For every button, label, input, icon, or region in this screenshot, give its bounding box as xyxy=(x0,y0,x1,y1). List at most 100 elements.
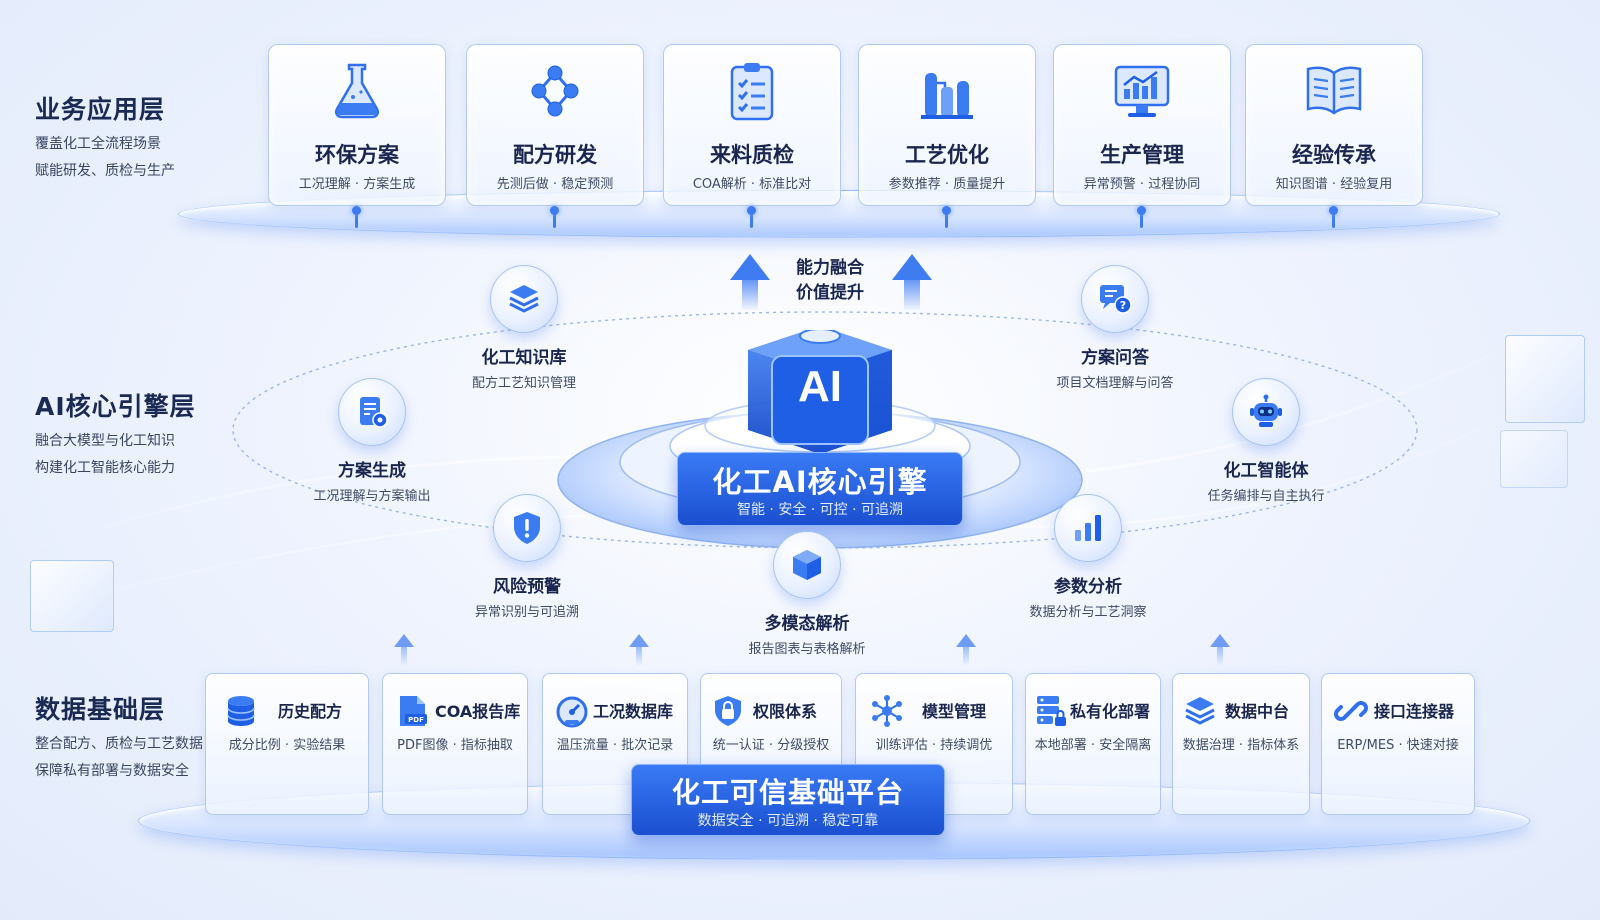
card-title: 生产管理 xyxy=(1100,143,1184,167)
data-card-title: 私有化部署 xyxy=(1070,702,1151,721)
stack-icon xyxy=(1185,697,1215,725)
card-subtitle: 先测后做 · 稳定预测 xyxy=(496,177,614,192)
data-card-subtitle: 数据治理 · 指标体系 xyxy=(1182,738,1300,753)
node-bubble xyxy=(773,531,841,599)
core-engine-title: 化工AI核心引擎 xyxy=(712,465,928,499)
data-card-subtitle: 成分比例 · 实验结果 xyxy=(228,738,346,753)
node-bubble xyxy=(338,378,406,446)
node-bubble xyxy=(493,494,561,562)
layer-title-data: 数据基础层 xyxy=(35,695,166,724)
connector-pin xyxy=(942,206,951,228)
factory-icon xyxy=(921,73,973,119)
cube-icon xyxy=(793,550,821,580)
connector-pin xyxy=(1329,206,1338,228)
svg-text:PDF: PDF xyxy=(408,716,424,724)
node-bubble: ? xyxy=(1081,265,1149,333)
flow-arrow-shaft xyxy=(963,647,969,665)
business-card-inspection[interactable]: 来料质检 COA解析 · 标准比对 xyxy=(663,44,841,206)
glass-cube-decoration-right-small xyxy=(1500,430,1568,488)
card-subtitle: 工况理解 · 方案生成 xyxy=(298,177,416,192)
node-chem-agent[interactable]: 化工智能体 任务编排与自主执行 xyxy=(1166,378,1366,504)
data-card-title: 历史配方 xyxy=(278,702,343,721)
card-title: 工艺优化 xyxy=(905,143,989,167)
layer-desc-line: 赋能研发、质检与生产 xyxy=(35,163,175,179)
node-parameter-analysis[interactable]: 参数分析 数据分析与工艺洞察 xyxy=(988,494,1188,620)
database-icon xyxy=(227,696,255,726)
node-solution-qa[interactable]: ? 方案问答 项目文档理解与问答 xyxy=(1015,265,1215,391)
flow-arrow-shaft xyxy=(401,647,407,665)
card-subtitle: 异常预警 · 过程协同 xyxy=(1083,177,1201,192)
node-title: 化工知识库 xyxy=(481,348,567,368)
node-subtitle: 数据分析与工艺洞察 xyxy=(1029,605,1147,620)
card-subtitle: COA解析 · 标准比对 xyxy=(692,177,812,192)
chat-question-icon: ? xyxy=(1100,285,1132,314)
glass-cube-decoration-right xyxy=(1505,335,1585,423)
glass-cube-decoration-left xyxy=(30,560,114,632)
node-subtitle: 项目文档理解与问答 xyxy=(1056,376,1174,391)
flask-icon xyxy=(334,63,380,119)
node-bubble xyxy=(1054,494,1122,562)
core-engine-subtitle: 智能 · 安全 · 可控 · 可追溯 xyxy=(736,502,904,518)
data-card-subtitle: ERP/MES · 快速对接 xyxy=(1337,738,1459,753)
layer-desc-data: 整合配方、质检与工艺数据 保障私有部署与数据安全 xyxy=(35,731,235,785)
business-card-production[interactable]: 生产管理 异常预警 · 过程协同 xyxy=(1053,44,1231,206)
node-subtitle: 工况理解与方案输出 xyxy=(313,489,431,504)
data-card-data-platform[interactable]: 数据中台 数据治理 · 指标体系 xyxy=(1172,673,1310,815)
data-card-connector[interactable]: 接口连接器 ERP/MES · 快速对接 xyxy=(1321,673,1475,815)
connector-pin xyxy=(352,206,361,228)
flow-arrow-up xyxy=(629,634,649,647)
connector-pin xyxy=(550,206,559,228)
node-subtitle: 配方工艺知识管理 xyxy=(471,376,576,391)
data-card-subtitle: 训练评估 · 持续调优 xyxy=(875,738,993,753)
node-risk-warning[interactable]: 风险预警 异常识别与可追溯 xyxy=(427,494,627,620)
layer-title-ai: AI核心引擎层 xyxy=(35,392,196,421)
node-title: 方案生成 xyxy=(338,461,406,481)
node-title: 多模态解析 xyxy=(764,614,850,634)
link-icon xyxy=(1334,701,1368,721)
card-subtitle: 知识图谱 · 经验复用 xyxy=(1275,177,1393,192)
data-card-private-deploy[interactable]: 私有化部署 本地部署 · 安全隔离 xyxy=(1025,673,1161,815)
gauge-icon xyxy=(556,696,588,728)
layer-desc-line: 保障私有部署与数据安全 xyxy=(35,763,189,779)
node-knowledge-base[interactable]: 化工知识库 配方工艺知识管理 xyxy=(424,265,624,391)
node-bubble xyxy=(1232,378,1300,446)
layer-desc-line: 构建化工智能核心能力 xyxy=(35,460,175,476)
business-card-process[interactable]: 工艺优化 参数推荐 · 质量提升 xyxy=(858,44,1036,206)
node-bubble xyxy=(490,265,558,333)
data-card-title: 工况数据库 xyxy=(593,702,674,721)
svg-text:?: ? xyxy=(1120,299,1126,312)
business-card-env[interactable]: 环保方案 工况理解 · 方案生成 xyxy=(268,44,446,206)
layers-icon xyxy=(509,285,539,313)
flow-arrow-up xyxy=(1210,634,1230,647)
core-engine-banner[interactable]: 化工AI核心引擎 智能 · 安全 · 可控 · 可追溯 xyxy=(677,452,963,526)
bar-chart-icon xyxy=(1075,515,1101,541)
node-subtitle: 任务编排与自主执行 xyxy=(1207,489,1325,504)
card-title: 环保方案 xyxy=(315,143,399,167)
business-card-experience[interactable]: 经验传承 知识图谱 · 经验复用 xyxy=(1245,44,1423,206)
node-solution-generation[interactable]: 方案生成 工况理解与方案输出 xyxy=(272,378,472,504)
server-lock-icon xyxy=(1037,696,1066,726)
platform-title: 化工可信基础平台 xyxy=(671,776,904,809)
data-card-title: 数据中台 xyxy=(1225,702,1290,721)
data-card-title: COA报告库 xyxy=(435,702,521,721)
pdf-file-icon: PDF xyxy=(400,696,427,726)
molecule-icon xyxy=(531,65,579,117)
node-subtitle: 异常识别与可追溯 xyxy=(474,605,579,620)
lock-shield-icon xyxy=(715,696,741,726)
trusted-platform-banner[interactable]: 化工可信基础平台 数据安全 · 可追溯 · 稳定可靠 xyxy=(631,764,945,836)
layer-desc-business: 覆盖化工全流程场景 赋能研发、质检与生产 xyxy=(35,131,235,185)
layer-desc-ai: 融合大模型与化工知识 构建化工智能核心能力 xyxy=(35,428,235,482)
shield-alert-icon xyxy=(514,512,540,544)
data-card-title: 模型管理 xyxy=(922,702,987,721)
node-title: 参数分析 xyxy=(1054,577,1122,597)
monitor-chart-icon xyxy=(1114,65,1170,117)
data-card-subtitle: PDF图像 · 指标抽取 xyxy=(397,738,513,753)
data-card-coa[interactable]: PDF COA报告库 PDF图像 · 指标抽取 xyxy=(382,673,528,815)
flow-arrow-shaft xyxy=(636,647,642,665)
node-title: 方案问答 xyxy=(1081,348,1149,368)
business-card-formula[interactable]: 配方研发 先测后做 · 稳定预测 xyxy=(466,44,644,206)
node-multimodal-parsing[interactable]: 多模态解析 报告图表与表格解析 xyxy=(707,531,907,657)
card-title: 经验传承 xyxy=(1292,143,1376,167)
data-card-history-formula[interactable]: 历史配方 成分比例 · 实验结果 xyxy=(205,673,369,815)
document-gear-icon xyxy=(360,397,388,428)
